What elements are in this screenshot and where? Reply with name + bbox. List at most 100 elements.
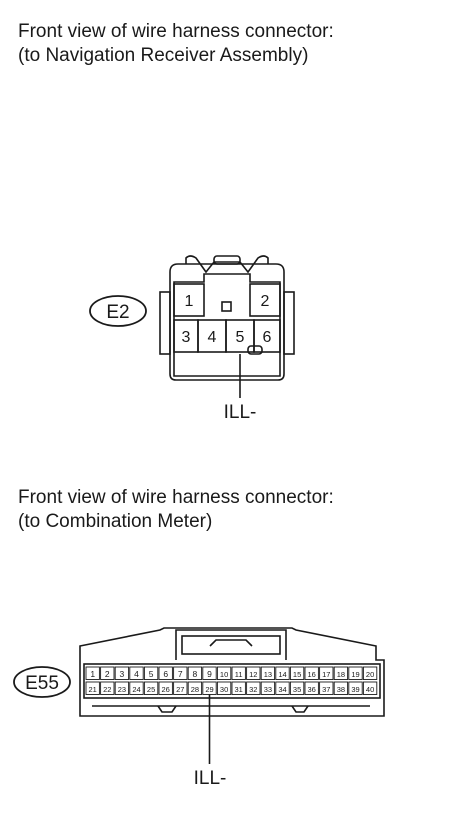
e55-pin-label: 9 (207, 669, 212, 679)
e2-latch-tab (213, 255, 241, 265)
e55-pin-cell (158, 681, 173, 695)
e55-pin-label: 19 (351, 670, 359, 679)
e2-connector (159, 255, 295, 398)
e55-pin-cell (260, 681, 276, 695)
e55-pin-label: 30 (220, 685, 228, 694)
e55-pin-cell (289, 681, 305, 695)
e2-pin-2-cell (249, 283, 281, 317)
e55-pin-label: 1 (90, 669, 95, 679)
e55-pin-label: 32 (249, 685, 257, 694)
e55-pin-label: 34 (278, 685, 286, 694)
e55-caption-line2: (to Combination Meter) (18, 511, 213, 532)
e2-right-rib (283, 291, 295, 355)
e55-bottom-notch-left (157, 705, 177, 713)
e55-housing (79, 627, 385, 717)
e55-pin-cell (158, 666, 173, 680)
e2-pin-label: 1 (185, 293, 194, 310)
e55-pin-label: 21 (89, 685, 97, 694)
e2-caption: Front view of wire harness connector: (t… (18, 20, 334, 68)
e55-pin-cell (216, 681, 232, 695)
e55-pin-cell (348, 681, 363, 695)
e55-pin-label: 2 (105, 669, 110, 679)
e55-pin-label: 25 (147, 685, 155, 694)
e55-pin-label: 31 (235, 685, 243, 694)
e55-pin-cell (100, 681, 115, 695)
e55-pin-label: 26 (162, 685, 170, 694)
e55-pin-label: 16 (308, 670, 316, 679)
e55-caption: Front view of wire harness connector: (t… (18, 486, 334, 534)
e55-pin-cell (333, 666, 349, 680)
e55-signal-label: ILL- (194, 768, 227, 789)
e55-pin-cell (304, 666, 319, 680)
e55-pin-cell (129, 681, 144, 695)
e55-pin-cell (362, 681, 378, 695)
e55-pin-cell (275, 666, 290, 680)
e2-signal-label: ILL- (224, 402, 257, 423)
e55-pin-label: 22 (103, 685, 111, 694)
e55-pin-label: 20 (366, 670, 374, 679)
e55-pin-cell (143, 666, 159, 680)
e55-pin-cell (275, 681, 290, 695)
e55-pin-label: 28 (191, 685, 199, 694)
e55-latch (175, 629, 287, 660)
e2-pin-label: 6 (263, 329, 272, 346)
e55-pin-label: 8 (193, 669, 198, 679)
e2-badge: E2 (89, 295, 147, 327)
e55-pin-cell (260, 666, 276, 680)
e55-pin-cell (246, 681, 261, 695)
e55-pin-cell (114, 681, 130, 695)
e55-connector (79, 627, 385, 717)
e2-pin-label: 5 (236, 329, 245, 346)
e2-caption-line2: (to Navigation Receiver Assembly) (18, 45, 309, 66)
e55-pin-cell (304, 681, 319, 695)
e2-left-rib (159, 291, 171, 355)
e55-latch-detail (209, 639, 253, 647)
e55-pin-label: 23 (118, 685, 126, 694)
e2-pin-1-cell (173, 283, 205, 317)
e55-pin-label: 13 (264, 670, 272, 679)
e55-pin-cell (173, 681, 188, 695)
e55-pin-cell (231, 666, 246, 680)
e2-pin-label: 3 (182, 329, 191, 346)
e55-pin-frame (83, 663, 381, 699)
e55-pin-cell (100, 666, 115, 680)
e55-pin-label: 18 (337, 670, 345, 679)
e55-pin-cell (333, 681, 349, 695)
e55-pin-cell (319, 681, 334, 695)
e55-badge-label: E55 (25, 673, 59, 694)
e2-housing (169, 263, 285, 381)
e2-bottom-slot (247, 345, 263, 355)
e55-pin-label: 17 (322, 670, 330, 679)
e55-pin-label: 5 (149, 669, 154, 679)
e55-pin-label: 24 (132, 685, 140, 694)
e55-pin-label: 33 (264, 685, 272, 694)
e55-bottom-notch-right (291, 705, 309, 713)
e2-pin-label: 2 (261, 293, 270, 310)
e2-pin-label: 4 (208, 329, 217, 346)
e55-pin-label: 38 (337, 685, 345, 694)
e55-pin-label: 35 (293, 685, 301, 694)
e55-pin-cell (173, 666, 188, 680)
e55-pin-label: 7 (178, 669, 183, 679)
e55-pin-cell (187, 681, 203, 695)
e55-pin-cell (348, 666, 363, 680)
e55-pin-label: 3 (120, 669, 125, 679)
e55-pin-cell (319, 666, 334, 680)
e55-pin-label: 4 (134, 669, 139, 679)
e55-pin-cell (216, 666, 232, 680)
e55-pin-label: 40 (366, 685, 374, 694)
e55-pin-label: 11 (235, 670, 243, 679)
e55-pin-label: 10 (220, 670, 228, 679)
e55-pin-label: 15 (293, 670, 301, 679)
e55-pin-cell (85, 666, 100, 680)
e55-pin-cell (202, 666, 217, 680)
e2-caption-line1: Front view of wire harness connector: (18, 21, 334, 42)
e55-pin-cell (289, 666, 305, 680)
e55-pin-cell (143, 681, 159, 695)
e55-pin-cell (246, 666, 261, 680)
e55-pin-label: 36 (308, 685, 316, 694)
e55-pin-label: 6 (163, 669, 168, 679)
e55-pin-label: 39 (351, 685, 359, 694)
e55-latch-inner (181, 635, 281, 655)
